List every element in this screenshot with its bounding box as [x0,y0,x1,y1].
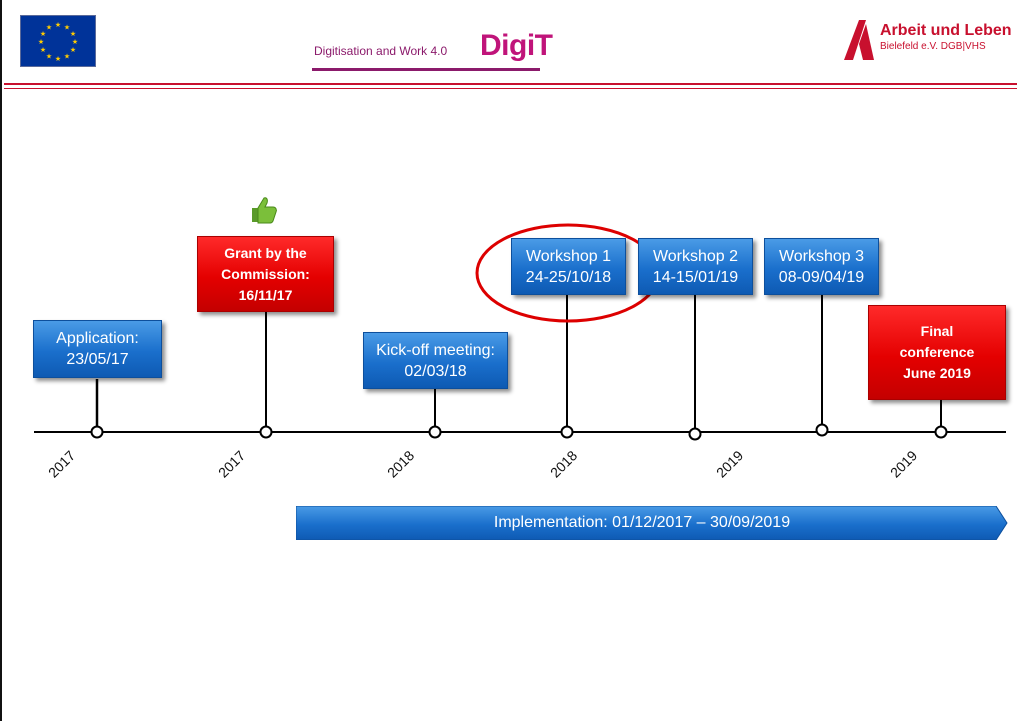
milestone-line: Workshop 2 [652,247,739,265]
digit-logo: Digitisation and Work 4.0 DigiT [312,24,553,71]
milestone-line: Workshop 3 [778,247,865,265]
svg-text:★: ★ [38,38,44,46]
milestone-workshop-1: Workshop 1 24-25/10/18 [511,238,626,295]
milestone-line: Workshop 1 [525,247,612,265]
svg-text:★: ★ [46,24,52,32]
slide-header: ★ ★ ★ ★ ★ ★ ★ ★ ★ ★ ★ ★ Digitisation and… [0,0,1017,90]
milestone-line: June 2019 [903,365,971,381]
milestone-application: Application: 23/05/17 [33,320,162,378]
timeline-node [815,423,829,437]
svg-text:★: ★ [72,38,78,46]
milestone-line: 23/05/17 [66,351,129,368]
aul-title: Arbeit und Leben [880,22,1012,39]
digit-title: DigiT [480,29,553,62]
milestone-workshop-3: Workshop 3 08-09/04/19 [764,238,879,295]
milestone-grant: Grant by the Commission: 16/11/17 [197,236,334,312]
svg-text:★: ★ [55,21,61,29]
milestone-final-conference: Final conference June 2019 [868,305,1006,400]
milestone-line: conference [899,344,975,360]
svg-text:★: ★ [40,30,46,38]
milestone-line: 16/11/17 [238,286,293,303]
arbeit-und-leben-logo-icon [844,20,874,60]
svg-text:★: ★ [64,53,70,61]
implementation-arrow [296,506,1008,540]
implementation-label: Implementation: 01/12/2017 – 30/09/2019 [493,514,791,531]
svg-text:★: ★ [46,53,52,61]
milestone-line: Final [920,323,954,339]
milestone-line: 02/03/18 [404,362,467,380]
thumbs-up-icon [252,197,277,224]
digit-underline [312,68,540,71]
timeline-node [90,425,104,439]
milestone-line: Kick-off meeting: [376,341,495,359]
milestone-line: Application: [56,330,139,347]
svg-text:★: ★ [40,46,46,54]
milestone-line: 24-25/10/18 [525,268,612,286]
milestone-line: 08-09/04/19 [778,268,865,286]
timeline-node [428,425,442,439]
milestone-line: Grant by the [224,244,307,261]
header-rule-thin [4,88,1017,89]
milestone-kickoff: Kick-off meeting: 02/03/18 [363,332,508,389]
eu-flag-icon: ★ ★ ★ ★ ★ ★ ★ ★ ★ ★ ★ ★ [20,15,96,67]
timeline-node [560,425,574,439]
header-rule [4,83,1017,85]
timeline-node [934,425,948,439]
svg-text:★: ★ [70,46,76,54]
svg-text:★: ★ [64,24,70,32]
milestone-workshop-2: Workshop 2 14-15/01/19 [638,238,753,295]
timeline-node [688,427,702,441]
milestone-line: 14-15/01/19 [652,268,739,286]
aul-subtitle: Bielefeld e.V. DGB|VHS [880,41,986,52]
timeline-node [259,425,273,439]
svg-text:★: ★ [70,30,76,38]
digit-subtitle: Digitisation and Work 4.0 [314,44,448,58]
milestone-line: Commission: [221,265,310,282]
svg-text:★: ★ [55,55,61,63]
